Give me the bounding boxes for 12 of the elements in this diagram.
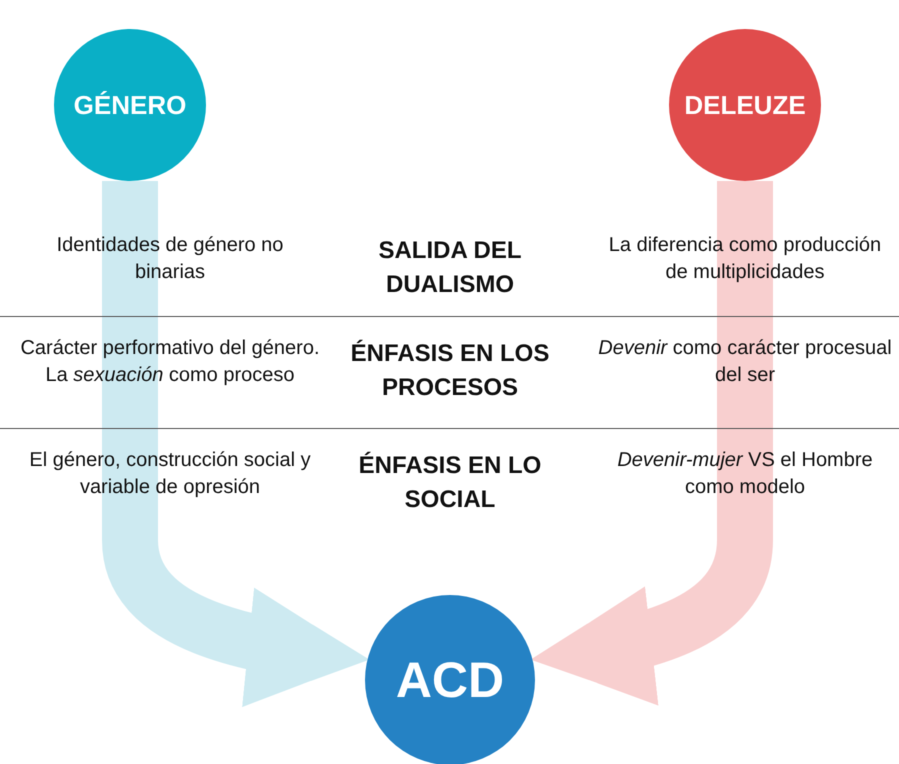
table-text: Devenir-mujer VS el Hombre como modelo xyxy=(616,448,874,500)
row-heading: ÉNFASIS EN LO SOCIAL xyxy=(358,450,542,515)
table-text: Devenir como carácter procesual del ser xyxy=(597,336,893,388)
table-text: El género, construcción social y variable de opresión xyxy=(28,448,312,500)
node-title: GÉNERO xyxy=(74,90,186,120)
table-text: Identidades de género no binarias xyxy=(56,233,284,285)
table-text: La diferencia como producción de multiplicidades xyxy=(608,233,882,285)
row-heading: ÉNFASIS EN LOS PROCESOS xyxy=(350,338,550,403)
row-heading: SALIDA DEL DUALISMO xyxy=(377,236,523,300)
node-title: ACD xyxy=(396,651,504,709)
table-text: Carácter performativo del género. La sexuación como proceso xyxy=(20,336,320,388)
node-title: DELEUZE xyxy=(684,90,806,120)
